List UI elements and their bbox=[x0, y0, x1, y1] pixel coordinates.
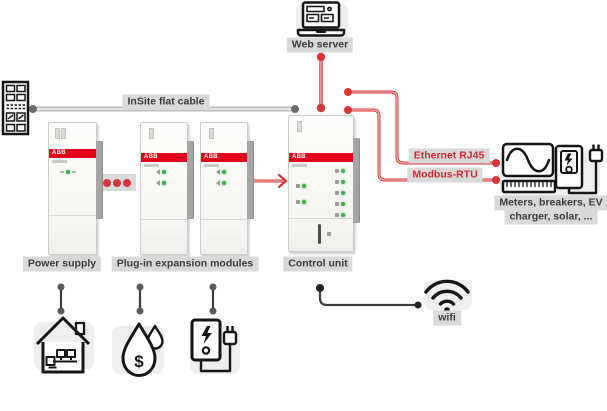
expansion-module-2: ABB bbox=[200, 122, 254, 255]
din-rail-tab bbox=[187, 141, 194, 219]
web-server-label: Web server bbox=[286, 37, 354, 53]
din-rail-tab bbox=[247, 141, 254, 219]
status-led bbox=[296, 184, 306, 188]
expansion-module-1: ABB bbox=[140, 122, 194, 255]
expansion-modules-label: Plug-in expansion modules bbox=[111, 256, 259, 272]
loads-label-line1: Meters, breakers, EV bbox=[494, 195, 607, 211]
abb-logo: ABB bbox=[204, 154, 218, 160]
din-rail-tab bbox=[96, 141, 103, 219]
model-text-bar bbox=[52, 160, 67, 163]
abb-logo: ABB bbox=[52, 150, 66, 156]
bottom-connector-dots bbox=[57, 283, 422, 315]
laptop-server-icon bbox=[296, 1, 346, 37]
terminal-slot bbox=[61, 128, 66, 139]
status-led bbox=[296, 200, 306, 204]
distribution-board-icon bbox=[1, 80, 30, 136]
status-led bbox=[213, 169, 226, 175]
control-unit-label: Control unit bbox=[283, 256, 353, 272]
status-led bbox=[335, 202, 345, 206]
dollar-symbol: $ bbox=[134, 352, 144, 371]
status-led bbox=[335, 169, 345, 173]
status-led bbox=[60, 170, 76, 174]
abb-logo: ABB bbox=[292, 154, 306, 160]
water-drop-dollar-icon: $ bbox=[121, 322, 164, 377]
modbus-rtu-label: Modbus-RTU bbox=[407, 167, 483, 183]
sd-card-slot bbox=[318, 224, 321, 244]
status-led bbox=[335, 191, 345, 195]
bottom-connectors bbox=[59, 287, 418, 311]
terminal-slot bbox=[149, 128, 154, 139]
ethernet-cable bbox=[344, 88, 500, 167]
terminal-slot bbox=[297, 121, 302, 132]
ev-charger-plug-icon bbox=[554, 144, 604, 195]
status-led bbox=[335, 213, 345, 217]
control-unit-module: ABB bbox=[288, 115, 360, 252]
model-text-bar bbox=[292, 164, 307, 167]
terminal-cover bbox=[49, 215, 96, 254]
status-led bbox=[153, 169, 166, 175]
abb-brand-band: ABB bbox=[49, 149, 96, 158]
abb-brand-band: ABB bbox=[201, 153, 247, 162]
abb-brand-band: ABB bbox=[141, 153, 187, 162]
abb-brand-band: ABB bbox=[289, 153, 353, 162]
terminal-slot bbox=[209, 128, 214, 139]
wifi-label: wifi bbox=[433, 310, 461, 326]
terminal-cover bbox=[289, 218, 353, 251]
insite-flat-cable-label: InSite flat cable bbox=[122, 94, 210, 110]
power-supply-label: Power supply bbox=[22, 256, 102, 272]
din-rail-tab bbox=[353, 138, 360, 223]
sine-wave-meter-icon bbox=[501, 142, 557, 194]
abb-logo: ABB bbox=[144, 154, 158, 160]
power-supply-module: ABB bbox=[48, 122, 103, 255]
status-led bbox=[335, 180, 345, 184]
modbus-cable bbox=[344, 106, 500, 184]
ethernet-rj45-label: Ethernet RJ45 bbox=[408, 148, 490, 164]
terminal-cover bbox=[141, 219, 187, 254]
model-text-bar bbox=[204, 164, 219, 167]
status-led bbox=[213, 180, 226, 186]
slot-glyph bbox=[327, 232, 331, 236]
model-text-bar bbox=[144, 164, 159, 167]
terminal-cover bbox=[201, 219, 247, 254]
ev-charger-plug-icon-bottom bbox=[190, 318, 238, 373]
status-led bbox=[153, 180, 166, 186]
terminal-slot bbox=[55, 128, 60, 139]
smart-home-icon bbox=[35, 316, 91, 374]
more-modules-ellipsis bbox=[98, 174, 136, 191]
web-server-cable bbox=[316, 52, 326, 113]
wifi-icon bbox=[424, 279, 470, 313]
loads-label-line2: charger, solar, ... bbox=[504, 209, 598, 225]
